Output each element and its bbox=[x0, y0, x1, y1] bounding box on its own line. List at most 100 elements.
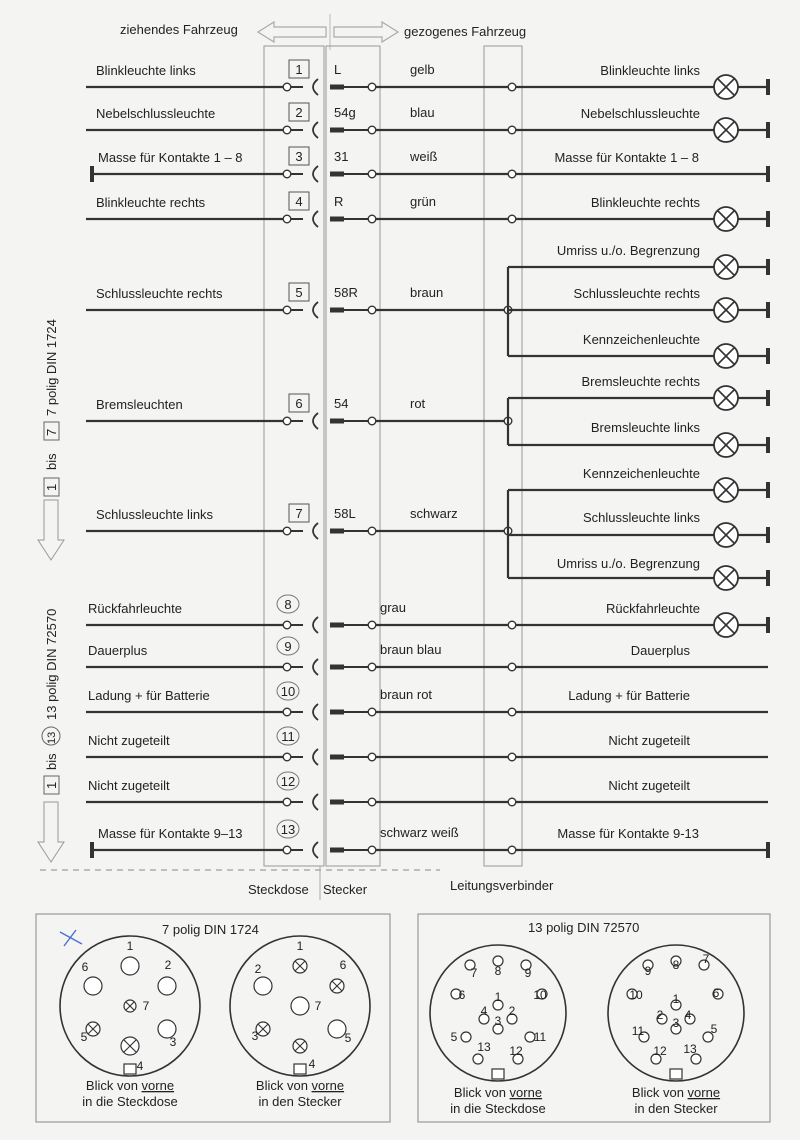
caption-prefix: Blick von bbox=[86, 1078, 142, 1093]
left-label: Masse für Kontakte 1 – 8 bbox=[98, 150, 243, 165]
pin-number: 4 bbox=[295, 194, 302, 209]
pin-13 bbox=[472, 1053, 484, 1065]
lamp-icon bbox=[713, 522, 770, 548]
pin-label: 1 bbox=[673, 992, 680, 1006]
right-label: Masse für Kontakte 9-13 bbox=[557, 826, 699, 841]
side-box-7 bbox=[43, 421, 60, 441]
pin-label: 7 bbox=[143, 999, 150, 1013]
socket-contact bbox=[282, 707, 292, 717]
caption-line2: in die Steckdose bbox=[450, 1101, 545, 1116]
side-label-bis-upper: bis bbox=[44, 453, 59, 470]
bottom-labels: Steckdose Stecker Leitungsverbinder bbox=[248, 878, 554, 897]
down-arrow-lower-icon bbox=[37, 801, 65, 863]
wire-color: gelb bbox=[410, 62, 435, 77]
right-label: Blinkleuchte links bbox=[600, 63, 700, 78]
left-label: Bremsleuchten bbox=[96, 397, 183, 412]
pinout-panel-13 bbox=[417, 913, 771, 1123]
socket-cup-icon bbox=[312, 703, 319, 721]
wire-color: rot bbox=[410, 396, 426, 411]
pin-code: 31 bbox=[334, 149, 348, 164]
pin-1 bbox=[492, 999, 504, 1011]
pin-label: 2 bbox=[165, 958, 172, 972]
pin-label: 5 bbox=[451, 1030, 458, 1044]
caption-prefix: Blick von bbox=[632, 1085, 688, 1100]
pin-number-box bbox=[288, 191, 310, 211]
pin-5 bbox=[460, 1031, 472, 1043]
pin-label: 2 bbox=[509, 1004, 516, 1018]
pin-7 bbox=[698, 959, 710, 971]
wire-color: grün bbox=[410, 194, 436, 209]
pin-2 bbox=[656, 1013, 668, 1025]
pin-4 bbox=[120, 1036, 140, 1056]
side-label-7pol: 7 polig DIN 1724 bbox=[44, 319, 59, 416]
left-label: Blinkleuchte rechts bbox=[96, 195, 206, 210]
pin-number-oval bbox=[276, 726, 300, 746]
plug-contact bbox=[367, 305, 377, 315]
connector-contact bbox=[507, 707, 517, 717]
pin-12 bbox=[512, 1053, 524, 1065]
pin-label: 4 bbox=[137, 1059, 144, 1073]
plug-contact bbox=[367, 125, 377, 135]
left-arrow-icon bbox=[256, 20, 327, 44]
pin-3 bbox=[255, 1021, 271, 1037]
header: ziehendes Fahrzeug gezogenes Fahrzeug bbox=[120, 14, 526, 50]
pin-number-box bbox=[288, 393, 310, 413]
socket-contact bbox=[282, 620, 292, 630]
pin-number: 1 bbox=[295, 62, 302, 77]
svg-text:Blick von vorne: Blick von vorne bbox=[632, 1085, 720, 1100]
pin-10 bbox=[536, 988, 548, 1000]
pin-4 bbox=[292, 1038, 308, 1054]
pin-label: 4 bbox=[481, 1004, 488, 1018]
pin-2 bbox=[157, 976, 177, 996]
right-label: Bremsleuchte links bbox=[591, 420, 701, 435]
svg-text:Blick von vorne: Blick von vorne bbox=[256, 1078, 344, 1093]
pin-number-oval bbox=[276, 636, 300, 656]
side-circle-13 bbox=[41, 726, 61, 746]
side-label-13pol: 13 polig DIN 72570 bbox=[44, 609, 59, 720]
pin-number-box bbox=[288, 59, 310, 79]
pin-label: 13 bbox=[683, 1042, 697, 1056]
pinout-title-7: 7 polig DIN 1724 bbox=[162, 922, 259, 937]
pinout-panel-7 bbox=[35, 913, 391, 1123]
pin-number: 3 bbox=[295, 149, 302, 164]
plug-contact bbox=[367, 214, 377, 224]
pin-number: 12 bbox=[281, 774, 295, 789]
plug-pin bbox=[330, 754, 344, 760]
key-notch bbox=[491, 1068, 505, 1080]
side-label-13: 13 bbox=[46, 732, 58, 744]
pin-6 bbox=[83, 976, 103, 996]
towing-vehicle-label: ziehendes Fahrzeug bbox=[120, 22, 238, 37]
leitungsverbinder-box bbox=[483, 45, 523, 867]
socket-contact bbox=[282, 752, 292, 762]
pin-number: 7 bbox=[295, 506, 302, 521]
left-label: Masse für Kontakte 9–13 bbox=[98, 826, 243, 841]
left-label: Nicht zugeteilt bbox=[88, 733, 170, 748]
plug-pin bbox=[330, 307, 344, 313]
plug-contact bbox=[367, 797, 377, 807]
pin-1 bbox=[670, 999, 682, 1011]
right-label: Ladung + für Batterie bbox=[568, 688, 690, 703]
pin-label: 1 bbox=[495, 990, 502, 1004]
pin-number: 2 bbox=[295, 105, 302, 120]
wire-color: braun rot bbox=[380, 687, 432, 702]
pin-label: 7 bbox=[315, 999, 322, 1013]
socket-cup-icon bbox=[312, 165, 319, 183]
pin-number: 9 bbox=[284, 639, 291, 654]
pin-label: 7 bbox=[471, 966, 478, 980]
pin-label: 11 bbox=[534, 1030, 547, 1044]
side-box-1-lower bbox=[43, 775, 60, 795]
pin-9 bbox=[642, 959, 654, 971]
right-label: Bremsleuchte rechts bbox=[582, 374, 701, 389]
left-label: Nebelschlussleuchte bbox=[96, 106, 215, 121]
right-label: Dauerplus bbox=[631, 643, 691, 658]
pin-code: L bbox=[334, 62, 341, 77]
